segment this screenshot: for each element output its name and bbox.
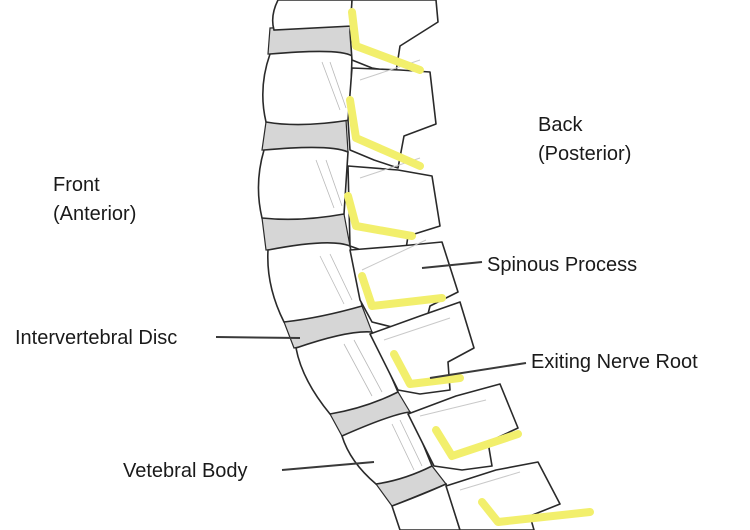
- labels: Back (Posterior) Front (Anterior) Spinou…: [15, 114, 698, 482]
- vertebral-body-2: [262, 50, 353, 126]
- vertebral-body-4: [267, 242, 363, 323]
- intervertebral-disc-label: Intervertebral Disc: [15, 327, 177, 349]
- body-hatching: [315, 61, 423, 471]
- spinous-process-label: Spinous Process: [487, 254, 637, 276]
- exiting-nerve-root-label: Exiting Nerve Root: [531, 351, 698, 373]
- back-label-line2: (Posterior): [538, 143, 631, 165]
- nerve-root-6: [432, 426, 522, 460]
- vertebral-body-3: [257, 146, 349, 221]
- posterior-element-5: [369, 301, 475, 395]
- front-label-line2: (Anterior): [53, 203, 136, 225]
- vertebral-body-5: [295, 331, 400, 415]
- nerve-root-7: [478, 498, 594, 526]
- vertebral-body-1: [271, 0, 353, 31]
- posterior-element-7: [445, 461, 561, 530]
- back-label-line1: Back: [538, 114, 583, 136]
- nerve-root-2: [346, 96, 424, 170]
- leader-spinous-process: [421, 261, 483, 269]
- leader-exiting-nerve-root: [429, 362, 527, 379]
- vertebral-body-label: Vetebral Body: [123, 460, 248, 482]
- nerve-root-4: [358, 272, 446, 310]
- nerve-root-3: [344, 192, 416, 240]
- nerve-roots: [344, 8, 594, 526]
- nerve-root-1: [348, 8, 424, 74]
- nerve-root-5: [390, 350, 464, 388]
- leader-vertebral-body: [281, 461, 375, 471]
- front-label-line1: Front: [53, 174, 100, 196]
- leader-lines: [215, 261, 527, 471]
- leader-intervertebral-disc: [215, 336, 301, 339]
- vertebral-bodies: [257, 0, 461, 530]
